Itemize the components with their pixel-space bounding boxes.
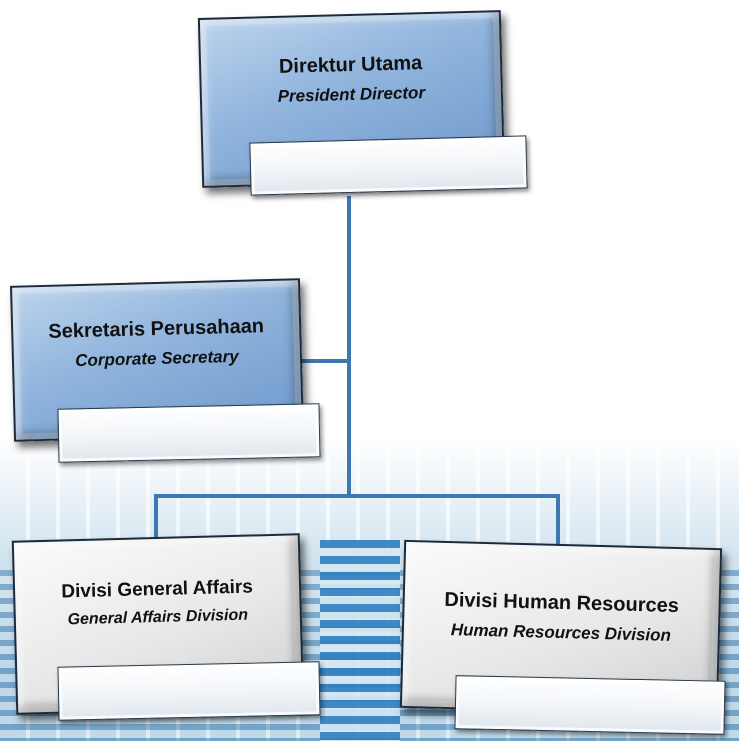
corporate-secretary-title: Sekretaris Perusahaan (48, 315, 265, 343)
general-affairs-name-field (57, 661, 321, 721)
connector-vertical-main (347, 196, 351, 496)
human-resources-name-field (454, 675, 726, 735)
human-resources-title: Divisi Human Resources (444, 588, 680, 618)
connector-general-affairs (154, 494, 158, 539)
connector-horizontal-divisions (154, 494, 560, 498)
corporate-secretary-name-field (57, 403, 321, 463)
human-resources-subtitle: Human Resources Division (450, 620, 672, 645)
connector-secretary (298, 359, 349, 363)
background-building-center (320, 540, 400, 741)
president-director-subtitle: President Director (277, 83, 426, 106)
general-affairs-subtitle: General Affairs Division (67, 606, 249, 629)
corporate-secretary-subtitle: Corporate Secretary (75, 346, 239, 371)
connector-human-resources (556, 494, 560, 546)
president-director-title: Direktur Utama (278, 52, 423, 78)
general-affairs-title: Divisi General Affairs (61, 576, 254, 603)
president-director-name-field (249, 135, 528, 196)
